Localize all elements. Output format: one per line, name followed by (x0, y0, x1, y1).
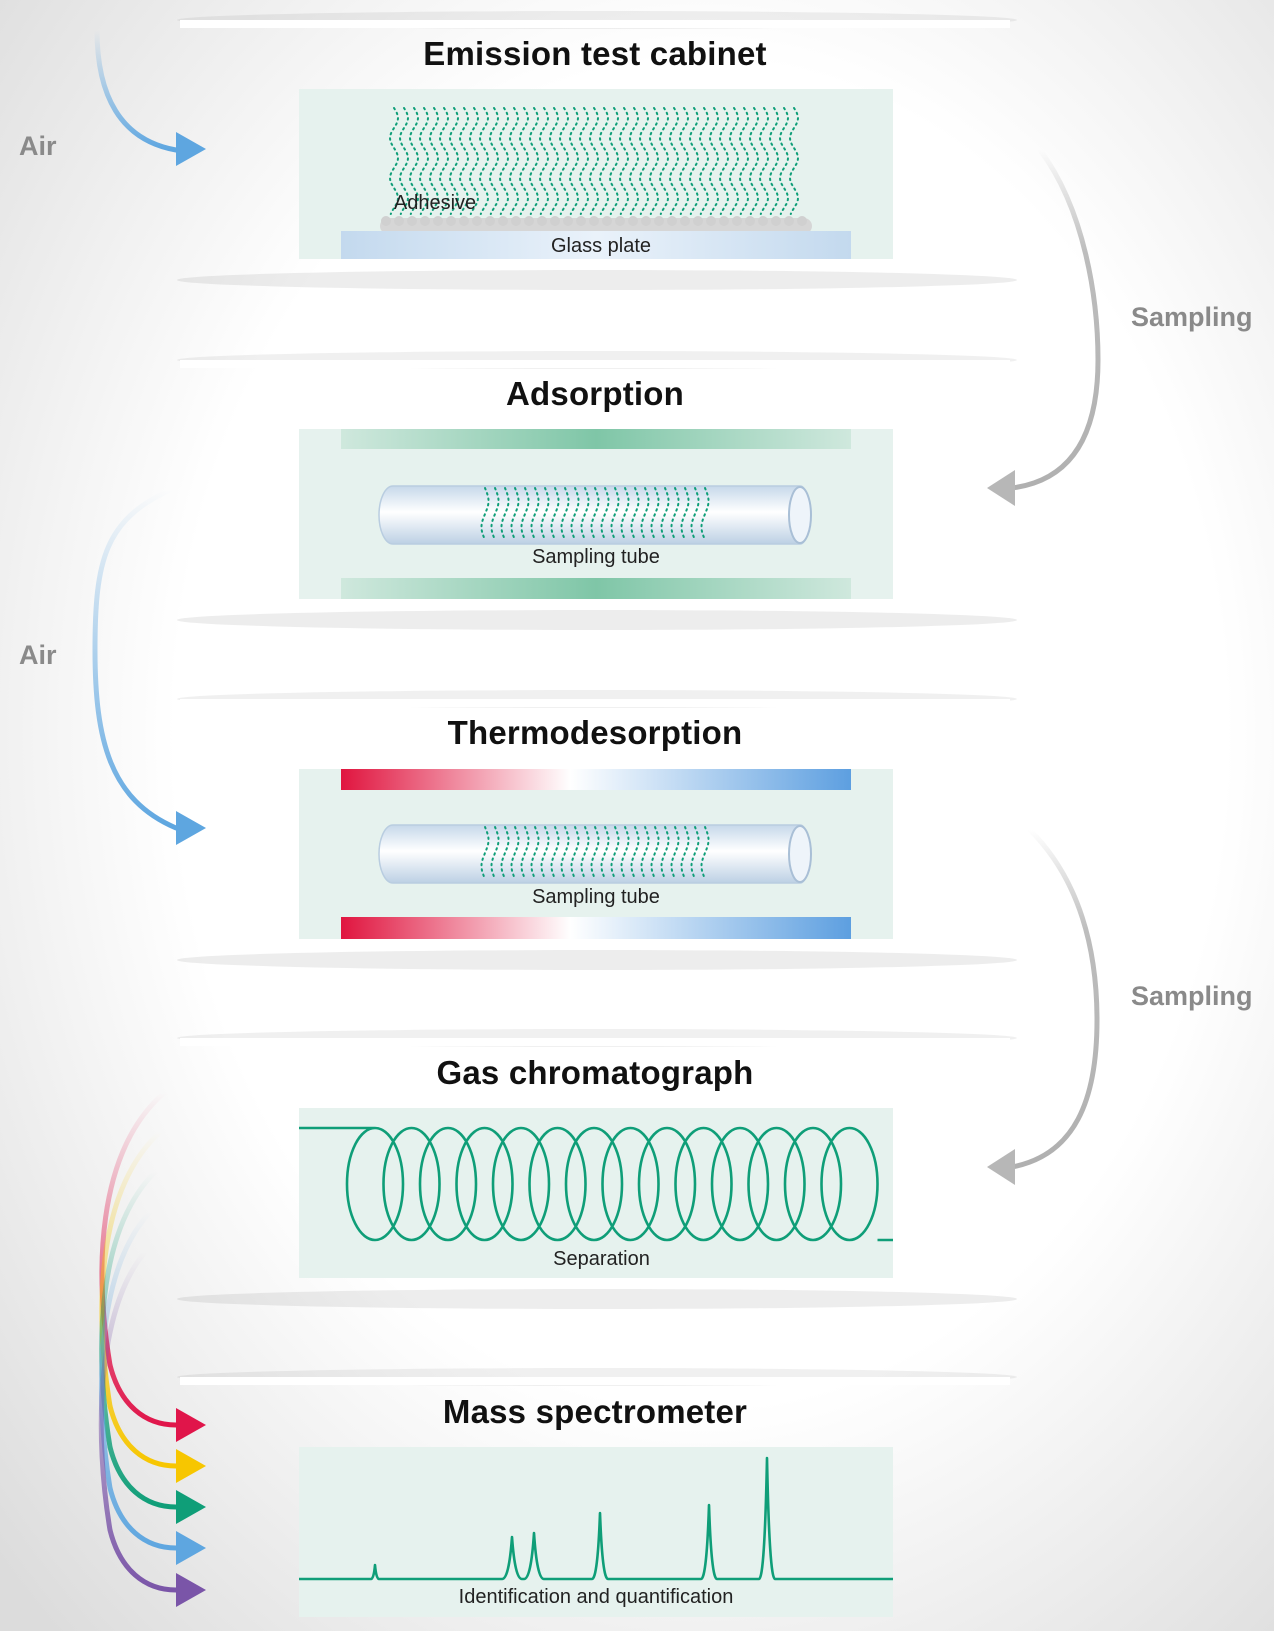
label-identification-quantification: Identification and quantification (458, 1586, 734, 1608)
stage-title-gas-chromatograph: Gas chromatograph (436, 1054, 754, 1091)
stage-gas-chromatograph (299, 1108, 893, 1278)
ms-color-arrows (98, 1089, 206, 1607)
glass-plate (341, 231, 851, 259)
ms-arrowhead-icon (176, 1449, 206, 1483)
ms-arrow-icon (98, 1249, 179, 1593)
ms-arrow-icon (99, 1169, 179, 1510)
ms-arrowhead-icon (176, 1490, 206, 1524)
gc-column-coil-icon (299, 1126, 893, 1242)
label-glass-plate: Glass plate (550, 235, 652, 257)
adsorbent-bar-top (341, 429, 851, 449)
sampling-tube-icon (378, 485, 812, 545)
ms-arrowhead-icon (176, 1531, 206, 1565)
stage-thermodesorption (299, 769, 893, 939)
stage-title-emission: Emission test cabinet (423, 35, 767, 72)
heater-bar-bottom (341, 917, 851, 939)
stage-title-thermodesorption: Thermodesorption (447, 714, 743, 751)
label-sampling-tube: Sampling tube (532, 886, 660, 908)
air-arrow-icon (92, 487, 206, 845)
side-label-sampling: Sampling (1131, 981, 1253, 1011)
ms-arrowhead-icon (176, 1408, 206, 1442)
heater-bar-top (341, 769, 851, 790)
stage-title-adsorption: Adsorption (506, 375, 684, 412)
mass-spectrum-icon (299, 1456, 893, 1581)
ms-arrow-icon (98, 1209, 179, 1551)
sampling-arrow-icon (987, 827, 1100, 1185)
air-arrow-icon (94, 27, 206, 166)
sampling-tube-icon (378, 824, 812, 884)
side-label-air: Air (19, 131, 57, 161)
stage-mass-spectrometer (299, 1447, 893, 1617)
ms-arrowhead-icon (176, 1573, 206, 1607)
sampling-arrow-icon (987, 147, 1101, 506)
stage-title-mass-spectrometer: Mass spectrometer (442, 1393, 748, 1430)
ms-panel (299, 1447, 893, 1617)
stage-emission-cabinet (299, 89, 893, 259)
stage-adsorption (299, 429, 893, 599)
adsorbent-bar-bottom (341, 578, 851, 599)
label-sampling-tube: Sampling tube (532, 546, 660, 568)
label-adhesive: Adhesive (393, 192, 477, 214)
side-label-air: Air (19, 640, 57, 670)
label-separation: Separation (553, 1248, 650, 1270)
side-label-sampling: Sampling (1131, 302, 1253, 332)
